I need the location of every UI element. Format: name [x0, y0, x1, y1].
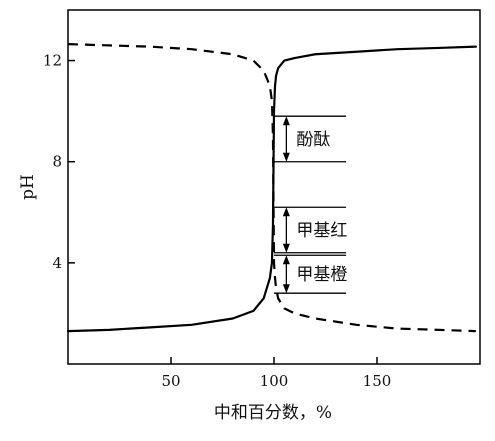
- arrow-down-icon: [282, 284, 290, 294]
- arrow-down-icon: [282, 243, 290, 253]
- x-tick-label: 150: [363, 372, 392, 390]
- x-axis-ticks: 50 100 150: [161, 357, 391, 390]
- series-layer: [66, 43, 477, 333]
- y-axis-ticks: 4 8 12: [43, 52, 75, 272]
- y-axis-title: pH: [18, 174, 38, 200]
- indicator-label: 甲基橙: [296, 265, 347, 285]
- arrow-up-icon: [282, 207, 290, 217]
- y-tick-label: 8: [52, 153, 62, 171]
- indicator-label: 甲基红: [296, 221, 347, 241]
- arrow-down-icon: [282, 152, 290, 162]
- x-axis-title: 中和百分数，%: [214, 403, 332, 423]
- y-tick-label: 4: [52, 254, 62, 272]
- dashed-titration-curve: [67, 43, 476, 333]
- x-tick-label: 50: [161, 372, 180, 390]
- y-tick-label: 12: [43, 52, 62, 70]
- arrow-up-icon: [282, 255, 290, 265]
- arrow-up-icon: [282, 116, 290, 126]
- x-tick-label: 100: [260, 372, 289, 390]
- indicator-label: 酚酞: [296, 130, 330, 150]
- solid-titration-curve: [66, 45, 477, 333]
